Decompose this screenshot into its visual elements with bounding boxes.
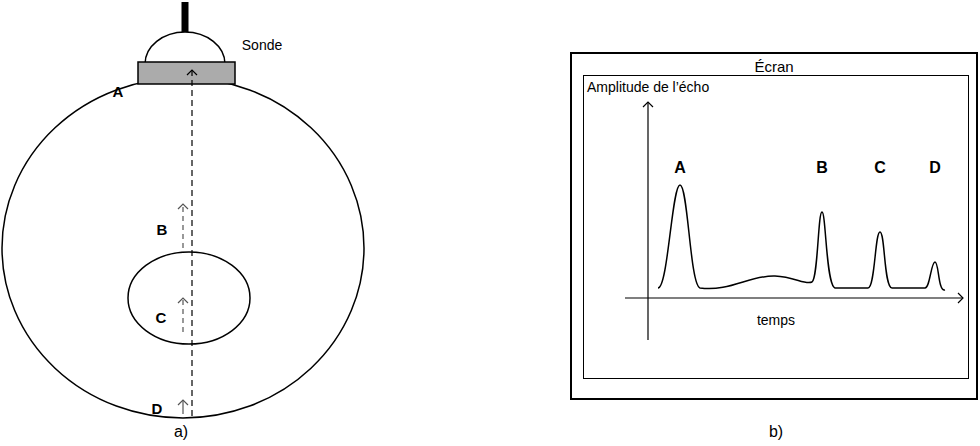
screen-title: Écran	[754, 58, 793, 75]
axis-label: temps	[757, 312, 795, 328]
organ-outline	[128, 252, 250, 344]
peak-label: B	[816, 159, 828, 177]
peak-label: D	[929, 159, 941, 177]
axis-title: Amplitude de l’écho	[587, 79, 709, 95]
callout-letter: A	[113, 84, 124, 101]
panel-caption: b)	[769, 423, 783, 441]
echo-arrow	[182, 400, 183, 414]
plot-frame: Amplitude de l’écho temps	[583, 75, 969, 379]
probe-transducer	[138, 62, 235, 84]
y-axis	[647, 102, 648, 340]
body-outline	[2, 78, 364, 418]
callout-letter: D	[152, 401, 163, 418]
echo-arrow	[182, 204, 183, 248]
echo-curve	[658, 185, 945, 290]
callout-letter: B	[157, 222, 168, 239]
panel-caption: a)	[174, 423, 188, 441]
peak-label: A	[674, 159, 686, 177]
probe-handle	[182, 2, 189, 34]
screen-frame: ÉcranAmplitude de l’écho temps	[570, 52, 978, 400]
probe-label: Sonde	[242, 38, 282, 53]
peak-label: C	[874, 159, 886, 177]
x-axis	[625, 297, 963, 298]
echo-arrow	[182, 298, 183, 332]
callout-letter: C	[156, 310, 167, 327]
beam-line	[191, 70, 192, 416]
probe-dome	[145, 32, 225, 64]
